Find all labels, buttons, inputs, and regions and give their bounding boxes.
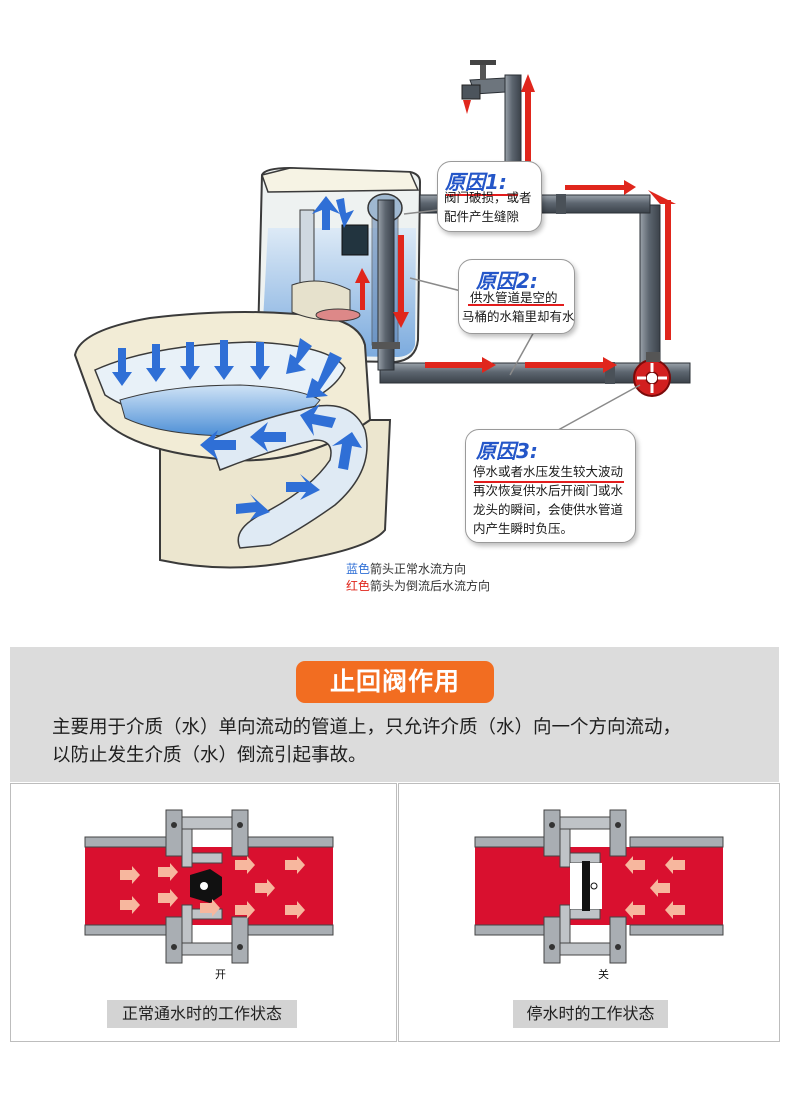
cause3-underline bbox=[474, 481, 624, 483]
cause2-callout: 原因2: 供水管道是空的 马桶的水箱里却有水 bbox=[458, 259, 575, 334]
cause2-underline bbox=[468, 304, 564, 306]
legend-red-word: 红色 bbox=[346, 579, 371, 593]
cause3-title: 原因3: bbox=[476, 439, 538, 463]
cause3-line3: 龙头的瞬间，会使供水管道 bbox=[473, 502, 624, 517]
valve-closed-diagram bbox=[474, 809, 724, 964]
cause1-line1: 阀门破损，或者 bbox=[444, 190, 532, 205]
legend-blue-word: 蓝色 bbox=[346, 562, 371, 576]
cause3-line1: 停水或者水压发生较大波动 bbox=[473, 464, 624, 479]
valve-closed-caption: 停水时的工作状态 bbox=[513, 1000, 668, 1028]
cause1-title: 原因1: bbox=[445, 170, 507, 194]
cause3-line4: 内产生瞬时负压。 bbox=[473, 521, 574, 536]
cause3-callout: 原因3: 停水或者水压发生较大波动 再次恢复供水后开阀门或水 龙头的瞬间，会使供… bbox=[465, 429, 636, 543]
cause2-line2: 马桶的水箱里却有水 bbox=[462, 309, 575, 324]
cause1-callout: 原因1: 阀门破损，或者 配件产生缝隙 bbox=[437, 161, 542, 232]
legend-blue-text: 箭头正常水流方向 bbox=[370, 562, 467, 576]
cause1-line2: 配件产生缝隙 bbox=[444, 209, 520, 224]
cause2-title: 原因2: bbox=[476, 269, 538, 293]
description-line-2: 以防止发生介质（水）倒流引起事故。 bbox=[52, 745, 367, 766]
check-valve-title: 止回阀作用 bbox=[296, 661, 494, 703]
legend-blue: 蓝色箭头正常水流方向 bbox=[346, 560, 466, 577]
valve-open-label: 开 bbox=[215, 968, 226, 981]
cause2-line1: 供水管道是空的 bbox=[470, 290, 558, 305]
cause3-line2: 再次恢复供水后开阀门或水 bbox=[473, 483, 624, 498]
normal-flow-arrows bbox=[112, 196, 362, 520]
toilet-backflow-diagram bbox=[73, 60, 691, 569]
valve-closed-label: 关 bbox=[598, 968, 609, 981]
description-line-1: 主要用于介质（水）单向流动的管道上，只允许介质（水）向一个方向流动， bbox=[52, 717, 682, 738]
valve-open-caption: 正常通水时的工作状态 bbox=[107, 1000, 297, 1028]
backflow-arrows bbox=[355, 74, 676, 373]
legend-red-text: 箭头为倒流后水流方向 bbox=[370, 579, 491, 593]
legend-red: 红色箭头为倒流后水流方向 bbox=[346, 577, 490, 594]
cause1-underline bbox=[446, 194, 518, 196]
valve-open-diagram bbox=[84, 809, 334, 964]
